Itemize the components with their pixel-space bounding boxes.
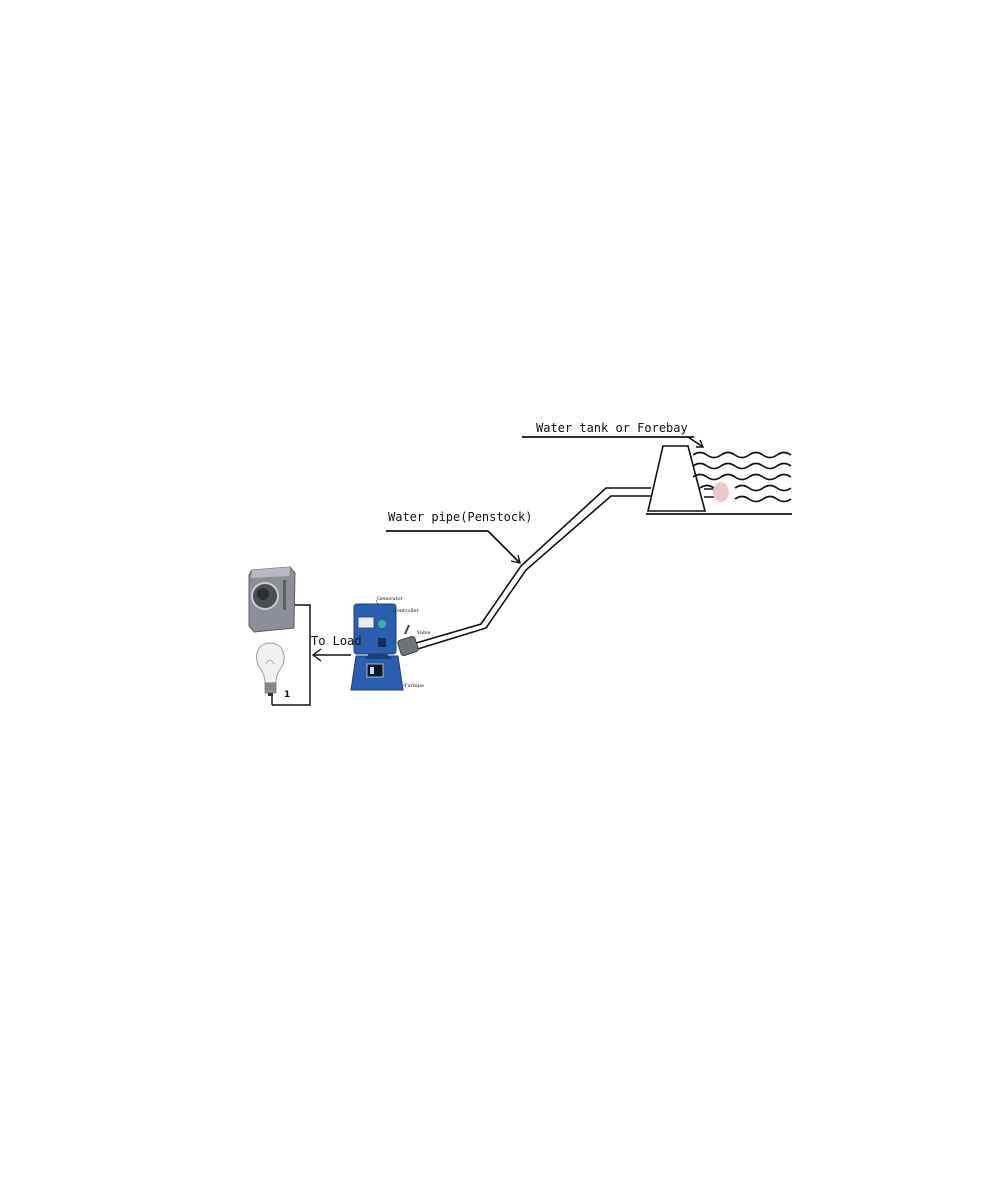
turbine-callout-line: [397, 682, 406, 687]
controller-label: Controller: [393, 608, 420, 614]
controller-callout-line: [384, 611, 394, 620]
valve-label: Valve: [416, 630, 431, 636]
penstock-label: Water pipe(Penstock): [388, 510, 533, 524]
penstock-pointer-diag: [487, 530, 520, 563]
controller-gauge: [378, 620, 386, 628]
controller-display: [357, 616, 375, 629]
penstock-upper-wall: [405, 487, 651, 647]
turbine-window: [366, 663, 384, 678]
bulb-filament: [265, 659, 275, 665]
turbine-window-part: [370, 667, 374, 674]
penstock-lower-wall: [407, 495, 651, 653]
load-number: 1: [284, 690, 290, 700]
forebay-tank: [646, 445, 707, 512]
water-waves: [692, 451, 792, 503]
valve-handle: [404, 624, 410, 635]
washing-machine-drum: [257, 588, 269, 600]
penstock-arrow-head: [510, 554, 521, 564]
forebay-group: Water tank or Forebay: [522, 421, 792, 515]
bulb-tip: [268, 693, 273, 696]
washing-machine-top: [251, 567, 290, 578]
load-wiring: To Load: [272, 604, 362, 706]
penstock-pipe: [405, 487, 651, 653]
forebay-label: Water tank or Forebay: [536, 421, 688, 435]
generator-callout-line: [375, 599, 379, 605]
forebay-pointer-arrow: [687, 436, 704, 448]
forebay-arrow-head: [696, 439, 705, 448]
penstock-label-group: Water pipe(Penstock): [386, 510, 533, 564]
to-load-arrow: [311, 648, 322, 662]
to-load-label: To Load: [311, 634, 362, 648]
light-bulb: 1: [256, 642, 290, 705]
bulb-base: [264, 682, 277, 694]
load-bus-line: [272, 604, 311, 706]
turbine-label: Turbine: [404, 683, 424, 689]
controller-switch: [378, 638, 386, 647]
intake-blob: [713, 482, 729, 502]
valve: [397, 635, 419, 657]
bulb-glass: [256, 642, 285, 684]
turbine-unit: Generator Controller Valve Turbine: [350, 596, 431, 691]
washing-machine-panel: [283, 580, 286, 610]
generator-label: Generator: [377, 596, 404, 602]
washing-machine: [248, 566, 296, 633]
